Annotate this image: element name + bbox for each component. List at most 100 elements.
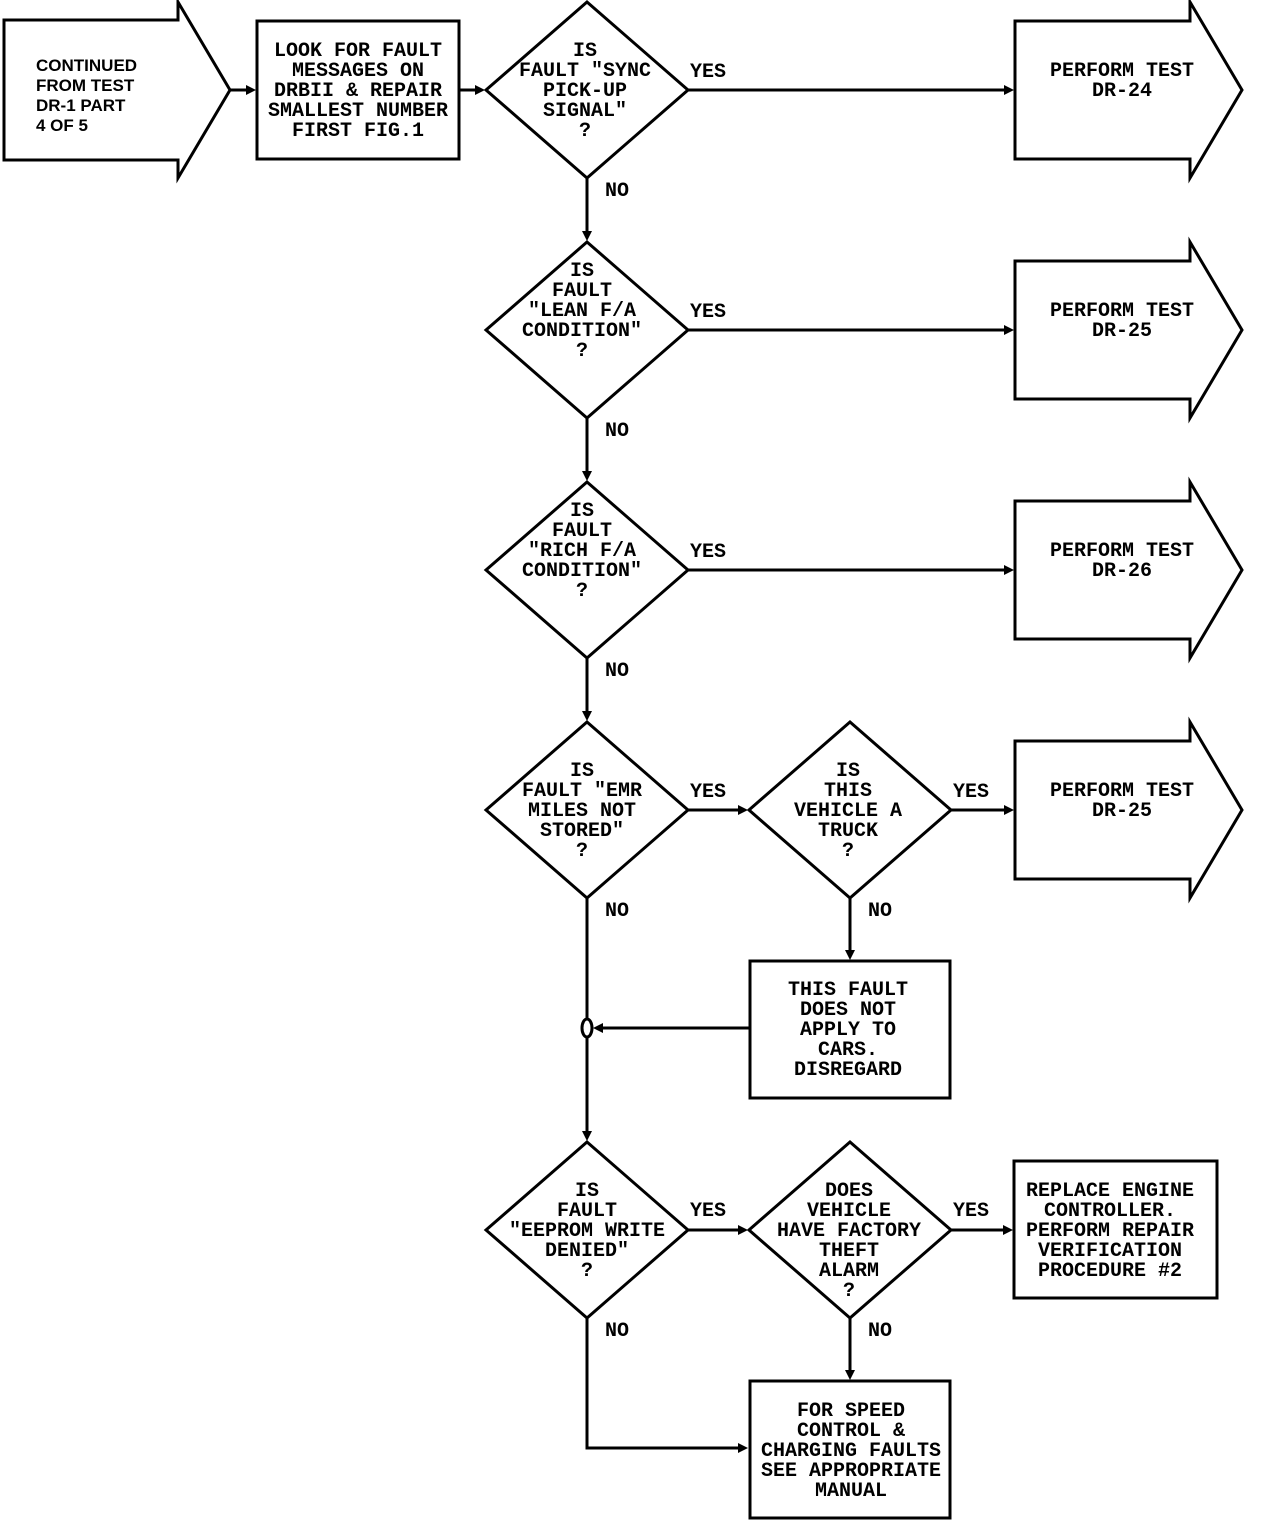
node-text-line: FAULT [557, 1200, 617, 1223]
perform-test-dr25-arrow-bottom [1013, 716, 1244, 904]
edge-label-rich-yes: YES [690, 541, 726, 564]
node-text-line: SIGNAL" [543, 100, 627, 123]
node-text-line: THEFT [819, 1240, 879, 1263]
node-text-line: CARS. [818, 1039, 878, 1062]
node-text-line: DR-25 [1092, 320, 1152, 343]
node-text-line: APPLY TO [800, 1019, 896, 1042]
node-text-line: MANUAL [815, 1480, 887, 1503]
node-text-line: DISREGARD [794, 1059, 902, 1082]
node-text-line: MILES NOT [528, 800, 636, 823]
node-text-line: STORED" [540, 820, 624, 843]
node-text-line: DRBII & REPAIR [274, 80, 442, 103]
node-text-line: ? [576, 340, 588, 363]
node-text-line: SMALLEST NUMBER [268, 100, 448, 123]
node-text-line: PICK-UP [543, 80, 627, 103]
node-text-line: PROCEDURE #2 [1038, 1260, 1182, 1283]
edge-label-eeprom-yes: YES [690, 1200, 726, 1223]
node-text-line: DOES NOT [800, 999, 896, 1022]
edge-label-truck-no: NO [868, 900, 892, 923]
node-text-line: PERFORM TEST [1050, 780, 1194, 803]
edge-label-lean-no: NO [605, 420, 629, 443]
node-text-line: CHARGING FAULTS [761, 1440, 941, 1463]
arrowheads [246, 85, 1014, 1453]
node-text-line: DR-25 [1092, 800, 1152, 823]
node-text-line: PERFORM TEST [1050, 60, 1194, 83]
node-text-line: CONTROL & [797, 1420, 905, 1443]
node-text-line: IS [570, 260, 594, 283]
node-text-line: TRUCK [818, 820, 878, 843]
perform-test-dr24-arrow [1013, 0, 1244, 184]
node-text-line: THIS FAULT [788, 979, 908, 1002]
look-for-fault-box [255, 19, 461, 161]
edge-label-truck-yes: YES [953, 781, 989, 804]
node-text-line: ALARM [819, 1260, 879, 1283]
connector-lines [230, 88, 1006, 1450]
node-text-line: CONDITION" [522, 320, 642, 343]
node-text-line: LOOK FOR FAULT [274, 40, 442, 63]
node-text-line: IS [836, 760, 860, 783]
node-text-line: IS [575, 1180, 599, 1203]
node-text-line: CONTROLLER. [1044, 1200, 1176, 1223]
node-text-line: ? [576, 840, 588, 863]
node-text-line: ? [579, 120, 591, 143]
junction-circle [580, 1017, 594, 1039]
edge-label-lean-yes: YES [690, 301, 726, 324]
node-text-line: PERFORM REPAIR [1026, 1220, 1194, 1243]
replace-controller-box [1012, 1159, 1219, 1300]
node-text-line: ? [576, 580, 588, 603]
node-text-line: FAULT "EMR [522, 780, 642, 803]
node-text-line: "LEAN F/A [528, 300, 636, 323]
node-text-line: DR-1 PART [36, 96, 126, 115]
node-text-line: ? [581, 1260, 593, 1283]
node-text-line: FAULT "SYNC [519, 60, 651, 83]
node-text-line: CONTINUED [36, 56, 137, 75]
node-text-line: PERFORM TEST [1050, 540, 1194, 563]
node-text-line: DR-24 [1092, 80, 1152, 103]
perform-test-dr26-arrow [1013, 476, 1244, 664]
edge-label-ema-yes: YES [690, 781, 726, 804]
node-text-line: FIRST FIG.1 [292, 120, 424, 143]
node-text-line: "RICH F/A [528, 540, 636, 563]
node-text-line: IS [570, 500, 594, 523]
node-text-line: 4 OF 5 [36, 116, 88, 135]
node-text-line: PERFORM TEST [1050, 300, 1194, 323]
node-text-line: CONDITION" [522, 560, 642, 583]
node-text-line: THIS [824, 780, 872, 803]
edge-label-alarm-no: NO [868, 1320, 892, 1343]
perform-test-dr25-arrow-top [1013, 236, 1244, 424]
node-text-line: DR-26 [1092, 560, 1152, 583]
node-text-line: VEHICLE A [794, 800, 902, 823]
edge-label-rich-no: NO [605, 660, 629, 683]
node-text-line: REPLACE ENGINE [1026, 1180, 1194, 1203]
node-text-line: SEE APPROPRIATE [761, 1460, 941, 1483]
edge-label-ema-no: NO [605, 900, 629, 923]
edge-label-sync-yes: YES [690, 61, 726, 84]
node-text-line: FOR SPEED [797, 1400, 905, 1423]
node-text-line: VEHICLE [807, 1200, 891, 1223]
node-text-line: IS [573, 40, 597, 63]
cars-disregard-box [748, 959, 952, 1100]
node-text-line: FAULT [552, 280, 612, 303]
node-text-line: "EEPROM WRITE [509, 1220, 665, 1243]
node-text-line: FROM TEST [36, 76, 135, 95]
start-connector-arrow [2, 0, 232, 184]
speed-control-box [748, 1379, 952, 1520]
node-text-line: VERIFICATION [1038, 1240, 1182, 1263]
node-text-line: MESSAGES ON [292, 60, 424, 83]
